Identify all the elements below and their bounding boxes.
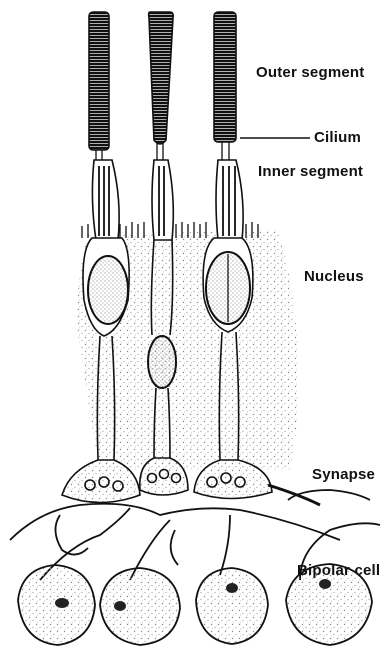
outer-segment-middle xyxy=(149,12,174,144)
inner-segment-left xyxy=(92,160,119,240)
outer-segment-left xyxy=(89,12,109,150)
inner-segment-middle xyxy=(152,160,173,240)
bipolar-cell-3 xyxy=(196,568,268,644)
outer-segment-right xyxy=(214,12,236,142)
label-synapse: Synapse xyxy=(312,466,375,483)
label-bipolar-cell: Bipolar cell xyxy=(297,562,380,579)
nucleus-left xyxy=(88,256,128,324)
bipolar-cell-2 xyxy=(100,568,180,645)
label-inner-segment: Inner segment xyxy=(258,163,363,180)
label-outer-segment: Outer segment xyxy=(256,64,364,81)
label-nucleus: Nucleus xyxy=(304,268,364,285)
label-cilium: Cilium xyxy=(314,129,361,146)
nucleus-middle xyxy=(148,336,176,388)
